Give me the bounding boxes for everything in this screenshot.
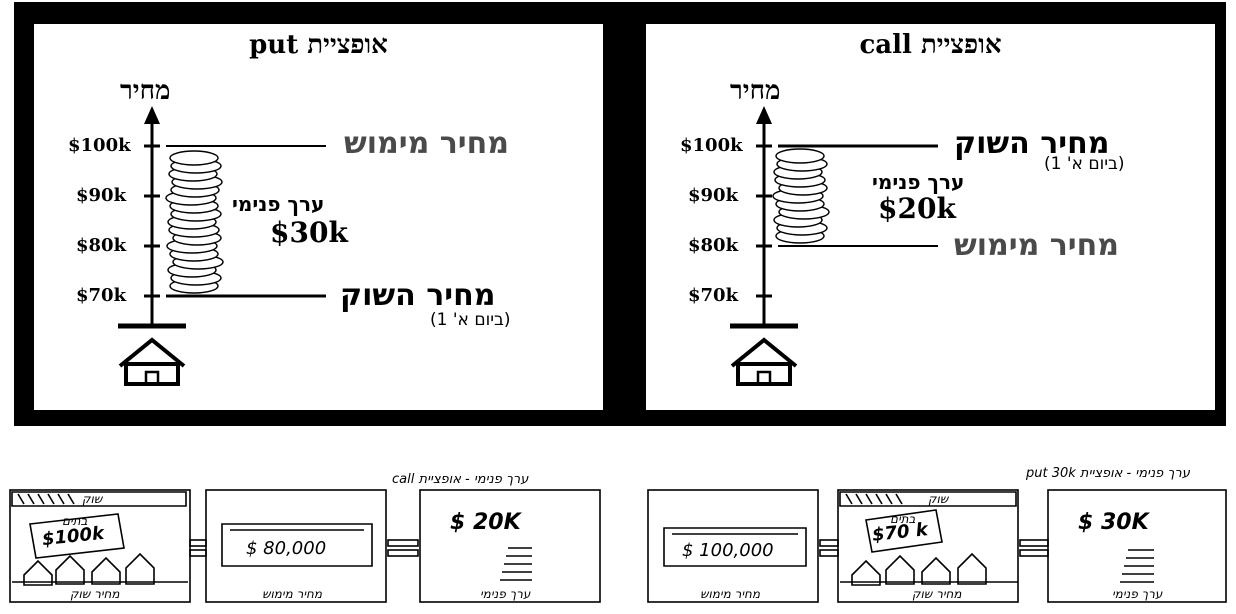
put-y-axis-label: מחיר: [120, 76, 171, 106]
put-coin-stack: [165, 150, 224, 294]
put-panel-title: אופציית put: [249, 30, 388, 60]
put-axis-arrowhead: [144, 106, 160, 124]
put-house-icon: [118, 337, 186, 386]
call-intrinsic-amount: $ 20K: [450, 510, 521, 535]
call-y-axis-label: מחיר: [730, 76, 781, 106]
call-tick-80k: $80k: [688, 235, 739, 256]
put-tick-80k: $80k: [76, 235, 127, 256]
put-intrinsic-label: ערך פנימי: [232, 192, 325, 216]
put-intrinsic-caption: ערך פנימי: [1112, 587, 1163, 601]
put-strike-frame: [647, 489, 819, 603]
put-tick-90k: $90k: [76, 185, 127, 206]
put-strike-label: מחיר מימוש: [344, 126, 509, 161]
put-axis-graphic: [118, 106, 326, 386]
call-tick-70k: $70k: [688, 285, 739, 306]
call-market-label: מחיר השוק: [954, 126, 1110, 161]
call-market-sub: (ביום א' 1): [1044, 154, 1125, 174]
call-option-panel: אופציית call מחיר $100k $90k $80k $70k מ…: [646, 24, 1215, 410]
call-panel-title: אופציית call: [859, 30, 1002, 60]
call-axis-arrowhead: [756, 106, 772, 124]
put-intrinsic-frame: [1047, 489, 1227, 603]
put-strike-amount: $ 100,000: [682, 540, 774, 561]
put-option-panel: אופציית put מחיר: [34, 24, 603, 410]
call-house-icon: [730, 337, 798, 386]
call-strike-caption: מחיר מימוש: [262, 587, 323, 601]
call-tick-90k: $90k: [688, 185, 739, 206]
call-intrinsic-value: $20k: [878, 192, 956, 225]
put-market-caption: מחיר שוק: [912, 587, 962, 601]
call-sketch-title: ערך פנימי - אופציית call: [392, 472, 529, 487]
put-tag-top: בתים: [890, 512, 916, 526]
put-tick-70k: $70k: [76, 285, 127, 306]
put-intrinsic-amount: $ 30K: [1078, 510, 1149, 535]
call-intrinsic-label: ערך פנימי: [872, 170, 965, 194]
call-market-caption: מחיר שוק: [70, 587, 120, 601]
put-sketch-title: ערך פנימי - אופציית put 30k: [1026, 466, 1190, 481]
put-strike-caption: מחיר מימוש: [700, 587, 761, 601]
call-coin-stack: [772, 148, 830, 244]
put-tick-100k: $100k: [68, 135, 131, 156]
call-strike-label: מחיר מימוש: [954, 228, 1119, 263]
call-tick-100k: $100k: [680, 135, 743, 156]
call-tag-top: בתים: [62, 514, 88, 528]
call-market-sign: שוק: [82, 492, 103, 506]
put-market-sub: (ביום א' 1): [430, 310, 511, 330]
call-strike-amount: $ 80,000: [246, 538, 327, 559]
put-market-sign: שוק: [928, 492, 949, 506]
call-axis-graphic: [730, 106, 938, 386]
put-intrinsic-value: $30k: [270, 216, 348, 249]
put-market-label: מחיר השוק: [340, 278, 496, 313]
call-intrinsic-caption: ערך פנימי: [480, 587, 531, 601]
call-intrinsic-frame: [419, 489, 601, 603]
